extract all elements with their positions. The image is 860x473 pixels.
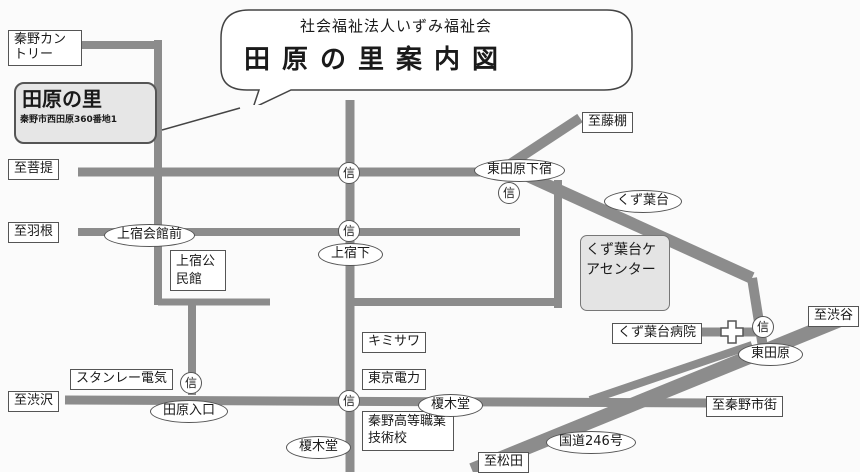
destination-hadano-city: 至秦野市街 bbox=[706, 396, 784, 417]
landmark-kuzuha-hospital: くず葉台病院 bbox=[612, 323, 703, 344]
traffic-signal: 信 bbox=[338, 390, 360, 412]
destination-matsuda: 至松田 bbox=[478, 452, 530, 473]
intersection-enokidou-south: 榎木堂 bbox=[286, 436, 352, 459]
road-site-to-callout bbox=[161, 107, 241, 131]
hospital-cross-icon bbox=[720, 320, 744, 344]
landmark-kuzuha-care-center: くず葉台ケアセンター bbox=[580, 235, 670, 311]
intersection-kamijuku-kaikanmae: 上宿会館前 bbox=[104, 224, 196, 247]
traffic-signal: 信 bbox=[752, 316, 774, 338]
road-kuzuha-diagonal bbox=[507, 162, 755, 284]
title-callout bbox=[220, 9, 633, 105]
destination-hadano-country: 秦野カントリー bbox=[8, 30, 82, 66]
traffic-signal: 信 bbox=[338, 220, 360, 242]
landmark-stanley-denki: スタンレー電気 bbox=[70, 369, 174, 390]
intersection-enokidou-east: 榎木堂 bbox=[418, 394, 484, 417]
landmark-tokyo-denryoku: 東京電力 bbox=[362, 369, 427, 390]
map-title: 田原の里案内図 bbox=[244, 45, 511, 75]
area-kuzuhadai: くず葉台 bbox=[604, 190, 683, 213]
site-name: 田原の里 bbox=[22, 87, 102, 111]
destination-bodai: 至菩提 bbox=[8, 159, 60, 180]
traffic-signal: 信 bbox=[498, 182, 520, 204]
site-address: 秦野市西田原360番地1 bbox=[20, 115, 118, 125]
intersection-tawara-iriguchi: 田原入口 bbox=[150, 400, 229, 423]
traffic-signal: 信 bbox=[180, 372, 202, 394]
organization-name: 社会福祉法人いずみ福祉会 bbox=[300, 17, 493, 35]
road-label-route246: 国道246号 bbox=[546, 431, 636, 454]
destination-shibuya: 至渋谷 bbox=[808, 306, 860, 327]
landmark-hadano-school: 秦野高等職業技術校 bbox=[362, 411, 454, 451]
intersection-higashitawara-shimojuku: 東田原下宿 bbox=[474, 159, 566, 182]
site-label-box: 田原の里 秦野市西田原360番地1 bbox=[14, 82, 157, 144]
destination-hane: 至羽根 bbox=[8, 222, 60, 243]
destination-fujidana: 至藤棚 bbox=[582, 112, 634, 133]
destination-shibusawa: 至渋沢 bbox=[8, 391, 60, 412]
intersection-kamijuku-shita: 上宿下 bbox=[318, 243, 384, 266]
intersection-higashitawara: 東田原 bbox=[738, 343, 804, 366]
traffic-signal: 信 bbox=[338, 162, 360, 184]
landmark-kamijuku-kominkan: 上宿公民館 bbox=[170, 250, 226, 292]
road-matsuda-branch bbox=[588, 341, 754, 404]
landmark-kimisawa: キミサワ bbox=[362, 332, 427, 353]
